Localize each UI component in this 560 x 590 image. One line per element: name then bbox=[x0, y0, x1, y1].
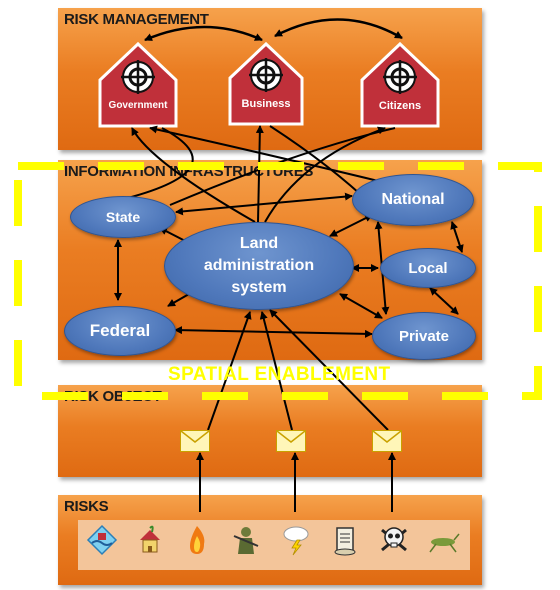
envelope-icon bbox=[180, 430, 210, 452]
local-node: Local bbox=[380, 248, 476, 288]
fire-icon bbox=[182, 524, 212, 562]
national-label: National bbox=[381, 191, 445, 208]
state-label: State bbox=[105, 209, 141, 225]
risks-title: RISKS bbox=[64, 498, 109, 515]
envelope-icon bbox=[372, 430, 402, 452]
skull-icon bbox=[378, 524, 410, 562]
local-label: Local bbox=[408, 259, 448, 277]
target-icon bbox=[249, 58, 283, 92]
flood-icon bbox=[86, 524, 118, 562]
envelope-icon bbox=[276, 430, 306, 452]
war-icon bbox=[230, 524, 262, 562]
land-administration-label-line2: administration bbox=[203, 257, 315, 274]
land-administration-node: Land administration system bbox=[164, 222, 354, 310]
house-fire-icon bbox=[134, 524, 166, 562]
federal-label: Federal bbox=[89, 321, 151, 340]
national-node: National bbox=[352, 174, 474, 226]
citizens-label: Citizens bbox=[378, 100, 422, 112]
land-administration-label-line3: system bbox=[231, 279, 287, 296]
scroll-icon bbox=[330, 524, 360, 562]
storm-icon bbox=[280, 524, 312, 562]
federal-node: Federal bbox=[64, 306, 176, 356]
target-icon bbox=[383, 60, 417, 94]
risk-management-title: RISK MANAGEMENT bbox=[64, 11, 209, 28]
private-node: Private bbox=[372, 312, 476, 360]
target-icon bbox=[121, 60, 155, 94]
business-label: Business bbox=[241, 98, 291, 110]
government-label: Government bbox=[108, 100, 168, 111]
private-label: Private bbox=[398, 327, 450, 345]
land-administration-label-line1: Land bbox=[239, 235, 279, 252]
risk-object-panel: RISK OBJECT bbox=[58, 385, 482, 477]
spatial-enablement-label: SPATIAL ENABLEMENT bbox=[168, 364, 391, 385]
insect-icon bbox=[426, 524, 460, 562]
state-node: State bbox=[70, 196, 176, 238]
